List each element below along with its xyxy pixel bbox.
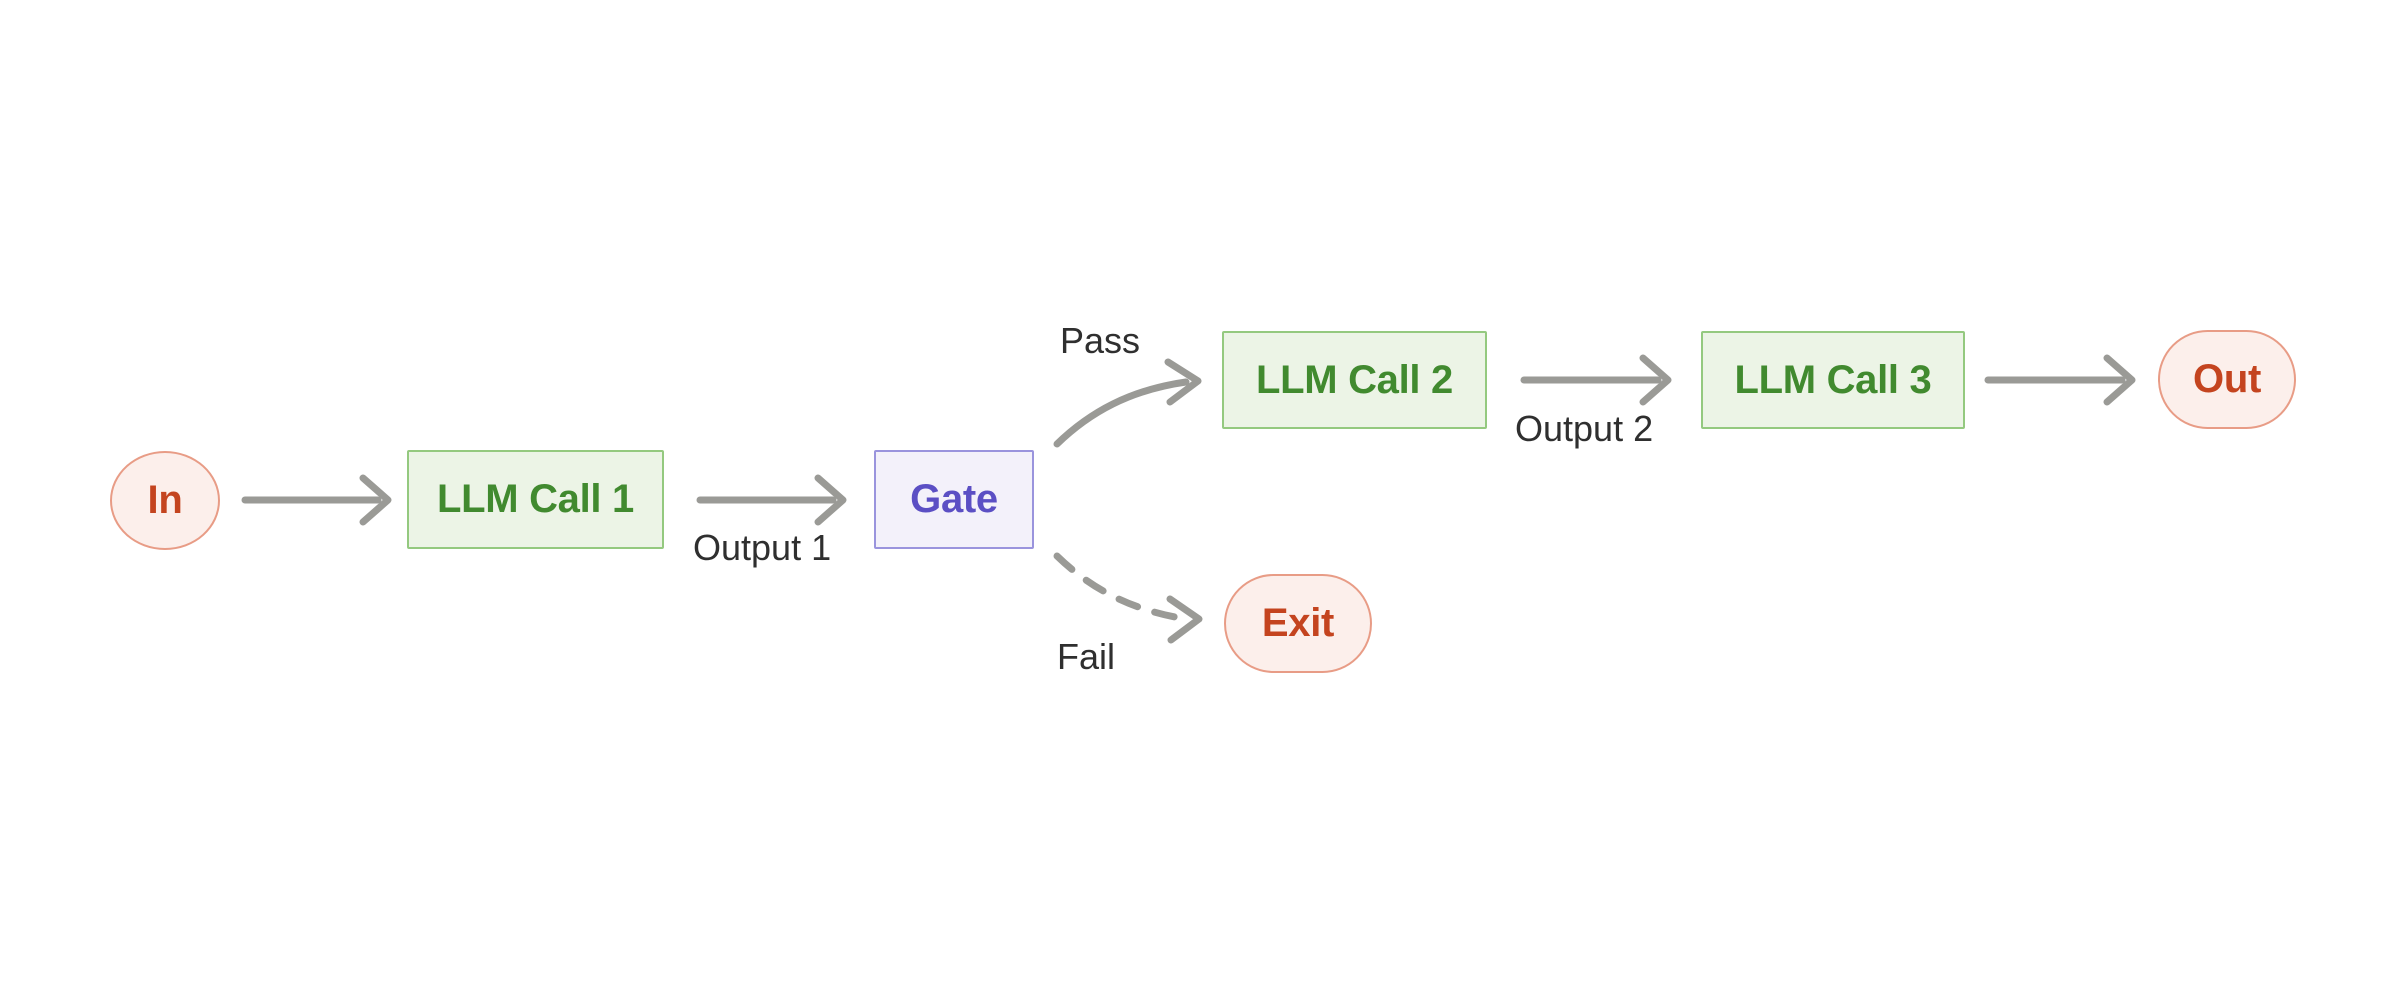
- node-llm-call-1[interactable]: LLM Call 1: [407, 450, 664, 549]
- node-llm-call-3[interactable]: LLM Call 3: [1701, 331, 1965, 429]
- edge-label-fail: Fail: [1057, 636, 1116, 677]
- edge-label-output-2: Output 2: [1515, 408, 1654, 449]
- node-llm-call-2[interactable]: LLM Call 2: [1222, 331, 1487, 429]
- edge-label-output-1: Output 1: [693, 527, 832, 568]
- node-gate[interactable]: Gate: [874, 450, 1034, 549]
- edge-llm-call-2-to-llm-call-3: [1520, 354, 1672, 406]
- node-llm-call-3-label: LLM Call 3: [1734, 357, 1932, 402]
- edge-in-to-llm-call-1: [241, 474, 392, 526]
- edge-gate-to-exit-fail: [1053, 552, 1203, 644]
- node-in[interactable]: In: [110, 451, 220, 550]
- edge-gate-to-llm-call-2-pass: [1053, 358, 1202, 448]
- node-gate-label: Gate: [910, 477, 998, 521]
- node-llm-call-1-label: LLM Call 1: [436, 477, 635, 521]
- node-exit[interactable]: Exit: [1224, 574, 1372, 673]
- node-out[interactable]: Out: [2158, 330, 2296, 429]
- node-out-label: Out: [2193, 357, 2261, 401]
- edge-label-pass: Pass: [1060, 320, 1141, 361]
- edge-llm-call-1-to-gate: [696, 474, 847, 526]
- node-llm-call-2-label: LLM Call 2: [1255, 357, 1454, 402]
- node-in-label: In: [147, 478, 183, 522]
- edge-llm-call-3-to-out: [1984, 354, 2136, 406]
- node-exit-label: Exit: [1261, 601, 1335, 645]
